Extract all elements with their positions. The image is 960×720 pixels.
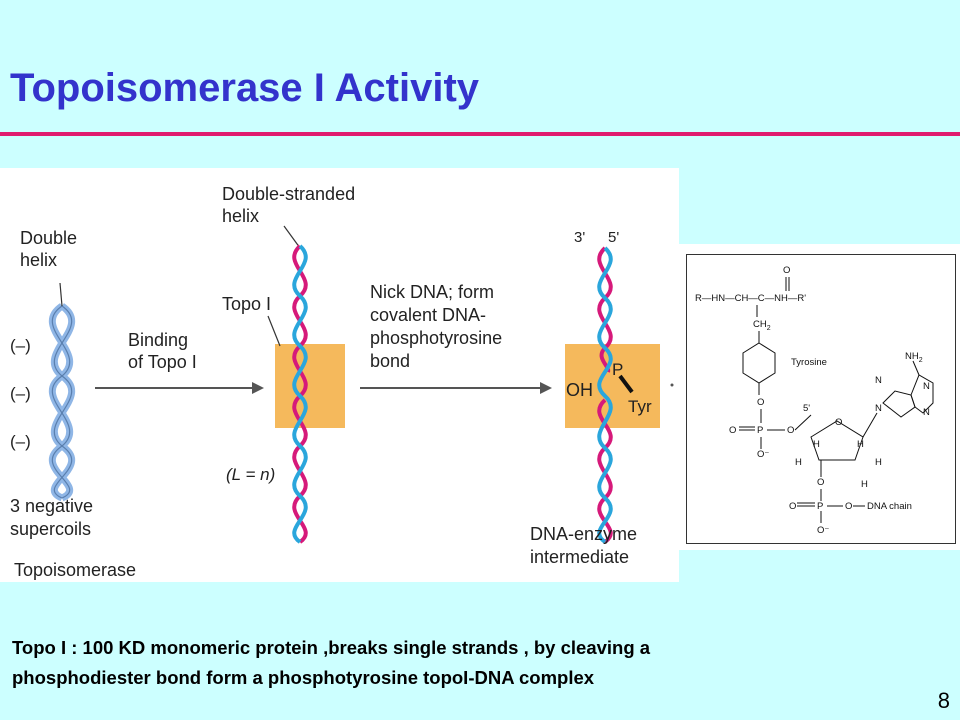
oh-label: OH	[566, 380, 593, 400]
nick-label-4: bond	[370, 351, 410, 371]
phosphate-label: P	[612, 360, 623, 379]
linking-number-label: (L = n)	[226, 465, 275, 484]
h-1: H	[813, 439, 820, 450]
carbonyl-o: O	[783, 265, 790, 276]
caption-line-2: phosphodiester bond form a phosphotyrosi…	[12, 667, 595, 688]
ds-helix-label-2: helix	[222, 206, 259, 226]
mechanism-diagram-svg: Double helix (–) (–) (–) 3 negative supe…	[10, 184, 674, 580]
backbone-o-chain: O	[845, 501, 852, 512]
phosphate-o-minus: O⁻	[757, 449, 769, 460]
ch2-label: CH2	[753, 319, 771, 332]
nh2-label: NH2	[905, 351, 923, 364]
tyr-label: Tyr	[628, 397, 652, 416]
nick-label-1: Nick DNA; form	[370, 282, 494, 302]
caption-line-1: Topo I : 100 KD monomeric protein ,break…	[12, 637, 651, 658]
supercoils-label-2: supercoils	[10, 519, 91, 539]
slide-caption: Topo I : 100 KD monomeric protein ,break…	[12, 633, 942, 693]
enzyme-name-label: Topoisomerase	[14, 560, 136, 580]
tyrosine-label: Tyrosine	[791, 357, 827, 368]
topo-label: Topo I	[222, 294, 271, 314]
phosphate-o-double: O	[729, 425, 736, 436]
backbone-p: P	[817, 501, 823, 512]
supercoils-label: 3 negative	[10, 496, 93, 516]
supercoil-sign-1: (–)	[10, 336, 31, 355]
title-divider	[0, 132, 960, 136]
three-prime-label: 3'	[574, 229, 585, 246]
slide-number: 8	[937, 688, 950, 713]
five-prime-carbon: 5'	[803, 403, 810, 414]
h-3: H	[795, 457, 802, 468]
intermediate-label-2: intermediate	[530, 547, 629, 567]
chem-structure-svg: O R—HN—CH—C—NH—R' CH2 Tyrosine O P O O⁻ …	[695, 265, 934, 536]
topo-enzyme-box	[275, 344, 345, 428]
purine-n9: N	[875, 403, 882, 414]
three-prime-o: O	[817, 477, 824, 488]
supercoil-sign-2: (–)	[10, 384, 31, 403]
double-helix-label: Double	[20, 228, 77, 248]
binding-arrow	[95, 382, 264, 394]
nick-arrow	[360, 382, 552, 394]
nick-label-2: covalent DNA-	[370, 305, 486, 325]
backbone-o-minus: O⁻	[817, 525, 829, 536]
nick-label-3: phosphotyrosine	[370, 328, 502, 348]
supercoil-sign-3: (–)	[10, 432, 31, 451]
ether-o: O	[757, 397, 764, 408]
helix-pointer-line	[59, 282, 63, 307]
chem-structure-panel	[679, 244, 960, 550]
five-prime-label: 5'	[608, 229, 619, 246]
slide-title: Topoisomerase I Activity	[10, 66, 480, 110]
ester-o: O	[787, 425, 794, 436]
topo-mechanism-figure: Double helix (–) (–) (–) 3 negative supe…	[0, 168, 679, 582]
chem-bonds	[739, 277, 934, 523]
middle-helix	[292, 244, 308, 544]
purine-n3: N	[923, 407, 930, 418]
purine-n7: N	[875, 375, 882, 386]
double-helix-label-2: helix	[20, 250, 57, 270]
phosphotyrosine-structure: O R—HN—CH—C—NH—R' CH2 Tyrosine O P O O⁻ …	[686, 254, 956, 544]
nicked-helix	[597, 246, 613, 544]
purine-n1: N	[923, 381, 930, 392]
dna-chain-label: DNA chain	[867, 501, 912, 512]
ds-helix-label: Double-stranded	[222, 184, 355, 204]
backbone-formula: R—HN—CH—C—NH—R'	[695, 293, 806, 304]
intermediate-label: DNA-enzyme	[530, 524, 637, 544]
phosphate-p: P	[757, 425, 763, 436]
h-5: H	[861, 479, 868, 490]
h-4: H	[875, 457, 882, 468]
backbone-o-double: O	[789, 501, 796, 512]
binding-label-2: of Topo I	[128, 352, 197, 372]
binding-label: Binding	[128, 330, 188, 350]
